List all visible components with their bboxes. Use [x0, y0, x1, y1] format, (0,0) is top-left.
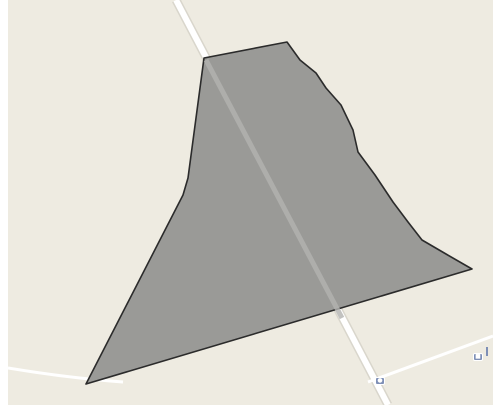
minor-road: [8, 334, 493, 384]
transit-stop-icon[interactable]: ■: [473, 353, 483, 361]
marker-tick: [486, 347, 488, 356]
transit-stop-icon[interactable]: ●: [375, 377, 385, 385]
map-canvas[interactable]: [8, 0, 493, 405]
road-overlay: [203, 58, 345, 320]
highlighted-area-polygon[interactable]: [85, 41, 473, 385]
map-view[interactable]: ● ■: [8, 0, 493, 405]
